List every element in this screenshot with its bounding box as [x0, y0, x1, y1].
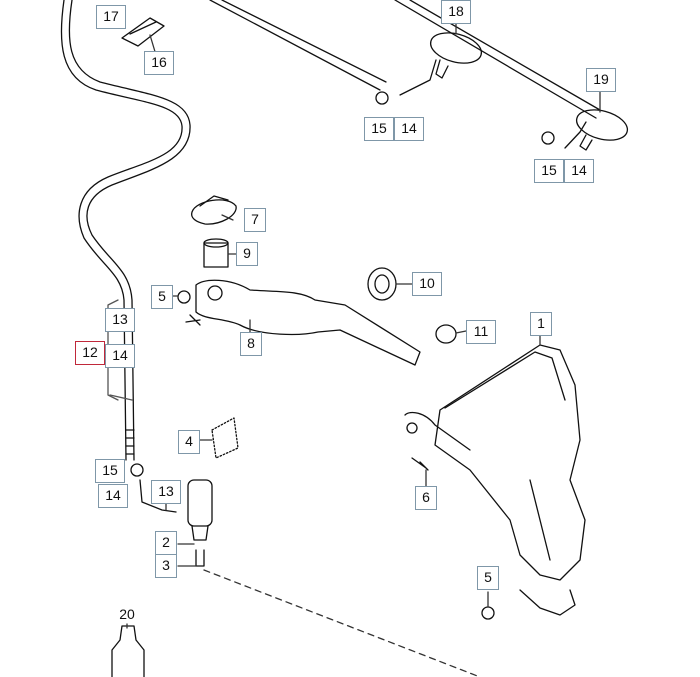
callout-8: 8	[240, 332, 262, 356]
o-ring-11	[435, 324, 457, 344]
washer-hose	[60, 0, 191, 461]
callout-12: 12	[75, 341, 105, 365]
callout-19: 19	[586, 68, 616, 92]
callout-20: 20	[119, 606, 135, 622]
callout-15-top-right: 15	[534, 159, 564, 183]
callout-14-top-left: 14	[394, 117, 424, 141]
callout-11: 11	[466, 320, 496, 344]
callout-10: 10	[412, 272, 442, 296]
callout-2: 2	[155, 531, 177, 555]
nut-5-lower	[481, 606, 495, 620]
callout-4: 4	[178, 430, 200, 454]
callout-14-lower: 14	[98, 484, 128, 508]
washer-jet-18	[429, 32, 483, 79]
grommet-10	[367, 267, 397, 301]
nut-5	[177, 290, 191, 304]
callout-7: 7	[244, 208, 266, 232]
washer-jet-19	[575, 109, 629, 151]
clamp-15b	[541, 131, 555, 145]
callout-1: 1	[530, 312, 552, 336]
callout-5-lower: 5	[477, 566, 499, 590]
callout-15-lower: 15	[95, 459, 125, 483]
callout-6: 6	[415, 486, 437, 510]
callout-18: 18	[441, 0, 471, 24]
clamp-15a	[375, 91, 389, 105]
callout-15-top-left: 15	[364, 117, 394, 141]
wiper-arm-8	[185, 279, 421, 366]
screw-6	[411, 457, 429, 471]
nut-9	[203, 238, 229, 268]
callout-14-top-right: 14	[564, 159, 594, 183]
callout-13-upper: 13	[105, 308, 135, 332]
callout-13-lower: 13	[151, 480, 181, 504]
reservoir-1	[404, 344, 586, 616]
fluid-bottle-20	[111, 625, 145, 677]
callout-3: 3	[155, 554, 177, 578]
foam-pad-4	[211, 417, 239, 459]
callout-14-left: 14	[105, 344, 135, 368]
clip-16	[121, 17, 165, 47]
callout-9: 9	[236, 242, 258, 266]
pump-assembly	[130, 463, 213, 567]
callout-16: 16	[144, 51, 174, 75]
cap-7	[190, 195, 237, 225]
callout-5-upper: 5	[151, 285, 173, 309]
callout-17: 17	[96, 5, 126, 29]
